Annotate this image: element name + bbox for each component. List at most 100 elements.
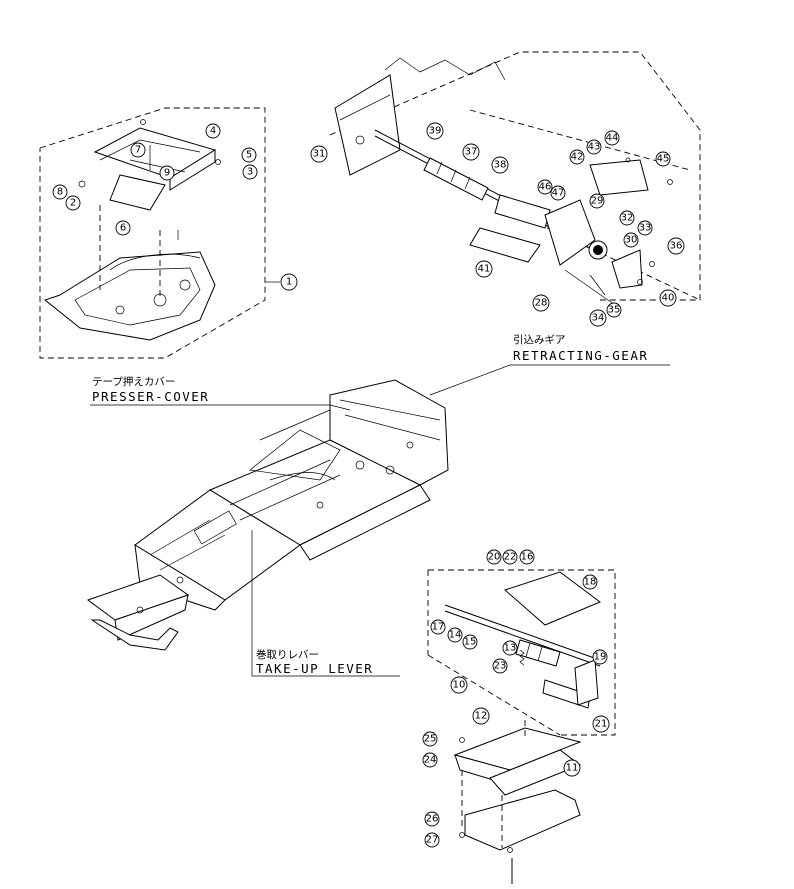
svg-text:18: 18 bbox=[584, 577, 597, 588]
svg-text:43: 43 bbox=[588, 142, 601, 153]
callout-presser-cover: テープ押えカバー PRESSER-COVER bbox=[92, 375, 209, 404]
svg-text:2: 2 bbox=[70, 198, 76, 209]
svg-text:38: 38 bbox=[494, 160, 507, 171]
part-balloon-5: 5 bbox=[241, 147, 257, 163]
svg-text:46: 46 bbox=[539, 182, 552, 193]
svg-text:6: 6 bbox=[120, 223, 126, 234]
part-balloon-10: 10 bbox=[450, 676, 468, 694]
part-balloon-11: 11 bbox=[563, 759, 581, 777]
svg-text:31: 31 bbox=[313, 149, 326, 160]
svg-text:21: 21 bbox=[595, 719, 608, 730]
part-balloon-4: 4 bbox=[205, 123, 221, 139]
take-up-lever-en: TAKE-UP LEVER bbox=[256, 661, 373, 676]
part-balloon-45: 45 bbox=[655, 151, 671, 167]
part-balloon-44: 44 bbox=[604, 130, 620, 146]
svg-text:23: 23 bbox=[494, 661, 507, 672]
svg-text:44: 44 bbox=[606, 133, 619, 144]
callout-leaders bbox=[90, 281, 670, 677]
svg-text:1: 1 bbox=[286, 277, 292, 288]
part-balloon-43: 43 bbox=[586, 139, 602, 155]
callout-take-up-lever: 巻取りレバー TAKE-UP LEVER bbox=[256, 649, 373, 676]
svg-text:29: 29 bbox=[591, 196, 604, 207]
svg-text:42: 42 bbox=[571, 152, 584, 163]
part-balloon-31: 31 bbox=[310, 145, 328, 163]
part-balloon-26: 26 bbox=[424, 811, 440, 827]
part-balloon-32: 32 bbox=[619, 210, 635, 226]
svg-text:24: 24 bbox=[424, 755, 437, 766]
retracting-gear-jp: 引込みギア bbox=[513, 333, 566, 346]
svg-text:36: 36 bbox=[670, 241, 683, 252]
part-balloon-3: 3 bbox=[242, 164, 258, 180]
svg-text:10: 10 bbox=[453, 680, 466, 691]
part-balloon-30: 30 bbox=[623, 232, 639, 248]
part-balloon-7: 7 bbox=[130, 142, 146, 158]
svg-text:27: 27 bbox=[426, 835, 439, 846]
part-balloon-24: 24 bbox=[422, 752, 438, 768]
part-balloon-38: 38 bbox=[491, 156, 509, 174]
svg-text:17: 17 bbox=[432, 622, 445, 633]
part-balloon-27: 27 bbox=[424, 832, 440, 848]
part-balloon-34: 34 bbox=[589, 309, 607, 327]
svg-text:16: 16 bbox=[521, 552, 534, 563]
assembly-take-up bbox=[427, 569, 616, 884]
part-balloon-2: 2 bbox=[65, 195, 81, 211]
part-balloon-22: 22 bbox=[502, 549, 518, 565]
part-balloon-25: 25 bbox=[422, 731, 438, 747]
part-balloon-33: 33 bbox=[637, 220, 653, 236]
part-balloon-41: 41 bbox=[475, 260, 493, 278]
part-balloon-47: 47 bbox=[550, 185, 566, 201]
svg-text:13: 13 bbox=[504, 643, 517, 654]
part-balloon-17: 17 bbox=[430, 619, 446, 635]
svg-text:20: 20 bbox=[488, 552, 501, 563]
part-balloon-1: 1 bbox=[280, 273, 298, 291]
assembly-presser-cover bbox=[39, 107, 266, 359]
part-balloon-14: 14 bbox=[447, 627, 463, 643]
part-balloon-16: 16 bbox=[519, 549, 535, 565]
presser-cover-jp: テープ押えカバー bbox=[92, 375, 175, 388]
part-balloon-15: 15 bbox=[462, 634, 478, 650]
part-balloon-19: 19 bbox=[592, 649, 608, 665]
presser-cover-en: PRESSER-COVER bbox=[92, 389, 209, 404]
part-balloon-35: 35 bbox=[606, 302, 622, 318]
part-balloon-36: 36 bbox=[667, 237, 685, 255]
svg-text:3: 3 bbox=[247, 167, 253, 178]
part-balloon-20: 20 bbox=[486, 549, 502, 565]
part-balloon-9: 9 bbox=[159, 165, 175, 181]
svg-text:22: 22 bbox=[504, 552, 517, 563]
svg-text:26: 26 bbox=[426, 814, 439, 825]
svg-text:7: 7 bbox=[135, 145, 141, 156]
svg-text:35: 35 bbox=[608, 305, 621, 316]
svg-text:11: 11 bbox=[566, 763, 579, 774]
svg-text:30: 30 bbox=[625, 235, 638, 246]
part-balloon-29: 29 bbox=[589, 193, 605, 209]
svg-text:4: 4 bbox=[210, 126, 216, 137]
svg-text:40: 40 bbox=[662, 293, 675, 304]
svg-text:5: 5 bbox=[246, 150, 252, 161]
svg-text:45: 45 bbox=[657, 154, 670, 165]
retracting-gear-en: RETRACTING-GEAR bbox=[513, 348, 648, 363]
svg-text:19: 19 bbox=[594, 652, 607, 663]
svg-text:37: 37 bbox=[465, 147, 478, 158]
part-balloon-39: 39 bbox=[426, 122, 444, 140]
svg-text:28: 28 bbox=[535, 298, 548, 309]
svg-text:15: 15 bbox=[464, 637, 477, 648]
part-balloon-12: 12 bbox=[472, 707, 490, 725]
svg-text:34: 34 bbox=[592, 313, 605, 324]
part-balloon-42: 42 bbox=[569, 149, 585, 165]
part-balloon-40: 40 bbox=[659, 289, 677, 307]
assembly-retracting-gear bbox=[329, 51, 701, 306]
callout-retracting-gear: 引込みギア RETRACTING-GEAR bbox=[513, 333, 648, 363]
svg-text:41: 41 bbox=[478, 264, 491, 275]
part-balloon-13: 13 bbox=[502, 640, 518, 656]
svg-text:33: 33 bbox=[639, 223, 652, 234]
take-up-lever-jp: 巻取りレバー bbox=[256, 649, 319, 661]
svg-text:39: 39 bbox=[429, 126, 442, 137]
part-balloon-21: 21 bbox=[592, 715, 610, 733]
svg-text:14: 14 bbox=[449, 630, 462, 641]
svg-text:47: 47 bbox=[552, 188, 565, 199]
part-balloon-37: 37 bbox=[462, 143, 480, 161]
svg-text:25: 25 bbox=[424, 734, 437, 745]
part-balloon-23: 23 bbox=[492, 658, 508, 674]
svg-text:8: 8 bbox=[57, 187, 63, 198]
